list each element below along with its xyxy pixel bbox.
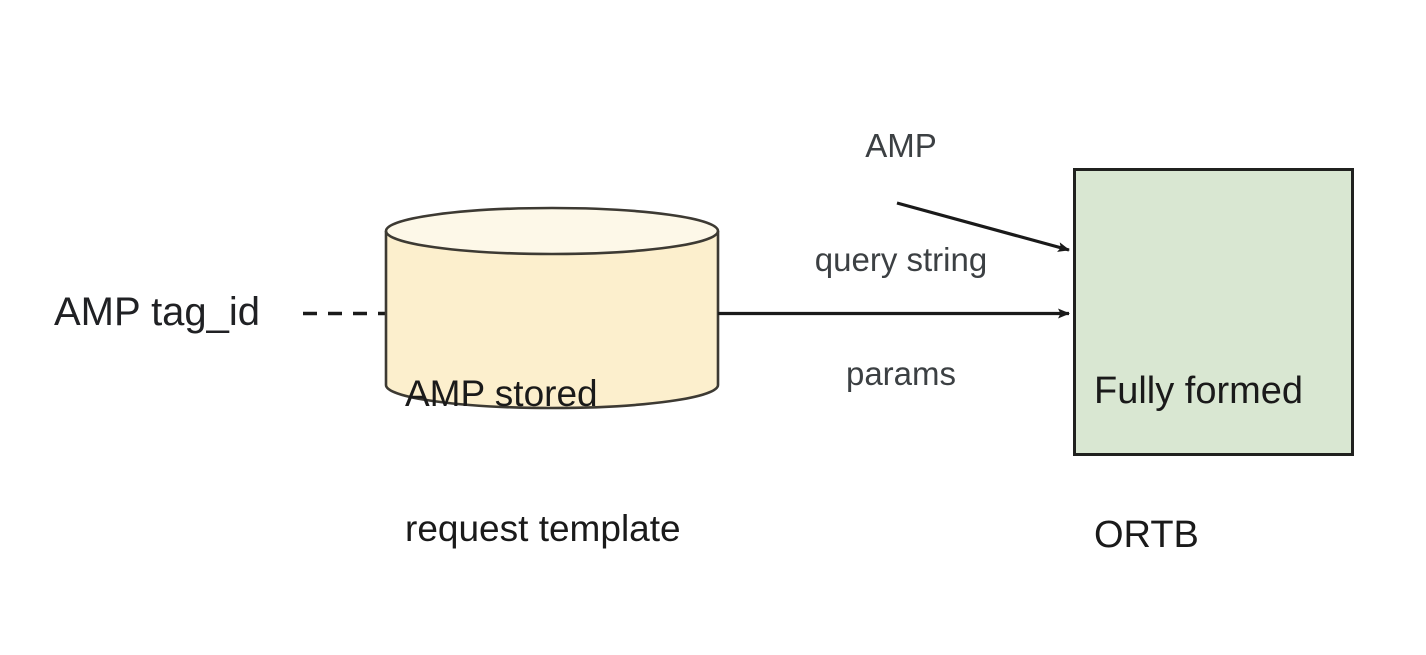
- ortb-box-shape: [1073, 168, 1354, 456]
- annotation-line-2: query string: [814, 241, 988, 278]
- label-amp-tag-id: AMP tag_id: [54, 290, 261, 334]
- cylinder-bottom-arc: [384, 384, 720, 410]
- annotation-line-3: params: [845, 355, 957, 392]
- query-string-params-annotation: AMP query string params: [796, 51, 1006, 469]
- annotation-line-1: AMP: [865, 127, 937, 164]
- ortb-box-label-line-2: ORTB: [1094, 514, 1199, 556]
- cylinder-label: AMP stored request template: [405, 281, 681, 641]
- cylinder-top-ellipse: [384, 206, 720, 256]
- diagram-canvas: AMP tag_id AMP stored request template F…: [54, 51, 1354, 556]
- cylinder-body-fill: [386, 231, 718, 408]
- cylinder-label-line-2: request template: [405, 508, 681, 549]
- cylinder-amp-stored-request-template[interactable]: [384, 206, 720, 410]
- diagonal-connector-line: [896, 201, 1070, 252]
- cylinder-label-line-1: AMP stored: [405, 373, 598, 414]
- edge-query-params-to-ortb: [896, 201, 1070, 252]
- ortb-box-label: Fully formed ORTB: [1094, 271, 1303, 655]
- diagram-shapes-layer: [303, 168, 1354, 456]
- ortb-box-label-line-1: Fully formed: [1094, 370, 1304, 412]
- rectangle-fully-formed-ortb[interactable]: [1073, 168, 1354, 456]
